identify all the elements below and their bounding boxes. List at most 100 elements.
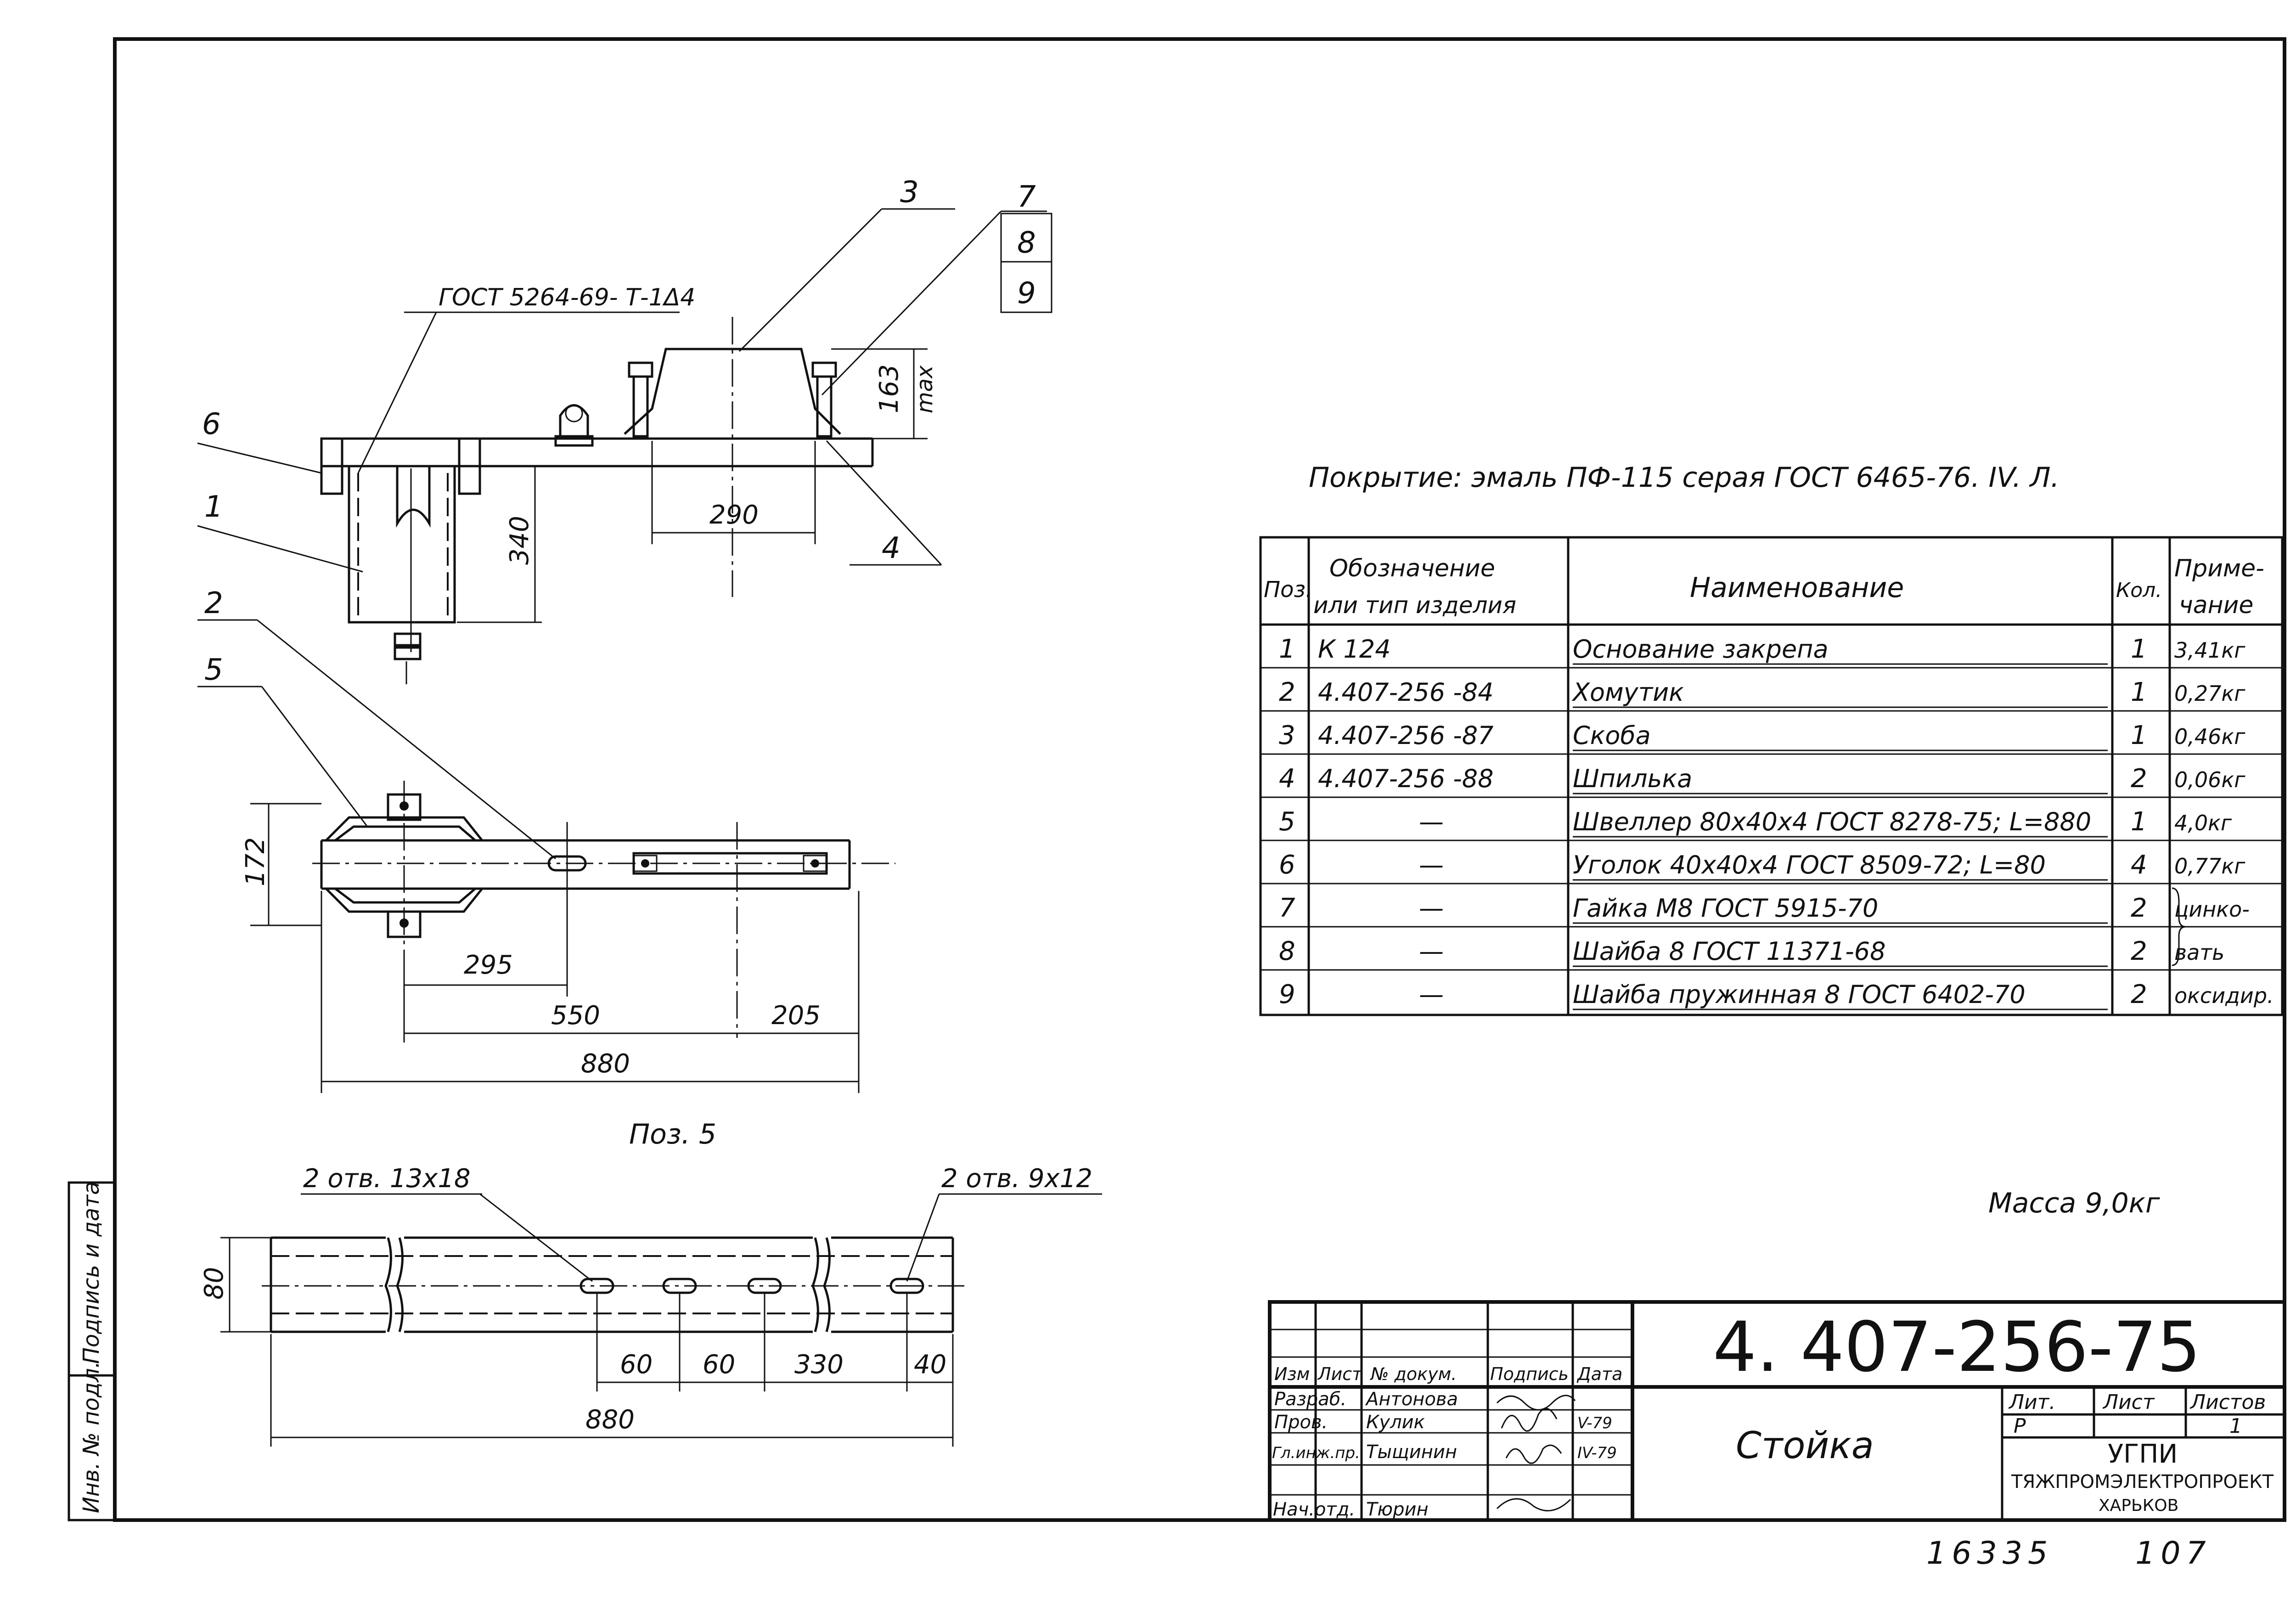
tb-head-date: Дата <box>1576 1364 1622 1384</box>
tb-role-1: Разраб. <box>1274 1389 1346 1410</box>
sheet-frame <box>113 37 2286 1522</box>
cell-pos: 2 <box>1279 677 1295 707</box>
cell-name: Шпилька <box>1573 764 1692 793</box>
plan-view: 172 295 550 205 880 5 2 <box>197 586 895 1093</box>
dim-172: 172 <box>241 837 270 886</box>
cell-designation: 4.407-256 -88 <box>1318 764 1494 793</box>
pos5-detail: Поз. 5 2 отв. 13х18 2 отв. 9х12 80 <box>199 1118 1102 1447</box>
dim-880-plan: 880 <box>581 1049 630 1079</box>
callout-3: 3 <box>900 175 919 209</box>
org-line-1: УГПИ <box>2108 1439 2178 1469</box>
cell-qty: 1 <box>2131 677 2147 707</box>
cell-pos: 9 <box>1279 980 1295 1009</box>
th-designation-2: или тип изделия <box>1313 592 1516 619</box>
cell-designation: — <box>1419 807 1444 836</box>
coating-note: Покрытие: эмаль ПФ-115 серая ГОСТ 6465-7… <box>1309 462 2060 494</box>
cell-note: 0,06кг <box>2174 767 2245 792</box>
tb-head-list: Лист <box>1317 1364 1363 1384</box>
holes-left-note: 2 отв. 13х18 <box>303 1164 471 1194</box>
cell-pos: 6 <box>1279 850 1295 880</box>
dim-80: 80 <box>199 1267 229 1300</box>
cell-pos: 8 <box>1279 936 1295 966</box>
cell-designation: — <box>1419 937 1444 966</box>
holes-right-note: 2 отв. 9х12 <box>941 1164 1092 1194</box>
dim-330: 330 <box>794 1350 844 1380</box>
callout-8: 8 <box>1017 226 1036 260</box>
org-line-2: ТЯЖПРОМЭЛЕКТРОПРОЕКТ <box>2011 1471 2274 1493</box>
signature-2 <box>1501 1408 1558 1432</box>
cell-note: 0,77кг <box>2174 854 2245 879</box>
tb-sheets-label: Листов <box>2189 1391 2266 1414</box>
cell-name: Швеллер 80х40х4 ГОСТ 8278-75; L=880 <box>1573 807 2091 836</box>
side-stamp-inv-no: Инв. № подл. <box>79 1361 104 1513</box>
tb-name-1: Антонова <box>1365 1389 1458 1410</box>
th-name: Наименование <box>1690 572 1904 604</box>
tb-head-izm: Изм <box>1274 1364 1310 1384</box>
callout-1: 1 <box>204 490 223 524</box>
cell-note: вать <box>2174 940 2224 965</box>
th-qty: Кол. <box>2116 579 2162 602</box>
signature-1 <box>1496 1395 1576 1411</box>
cell-qty: 1 <box>2131 634 2147 664</box>
side-stamp-sign-date: Подпись и дата <box>79 1181 104 1364</box>
callout-6: 6 <box>202 407 221 441</box>
cell-pos: 7 <box>1279 893 1295 923</box>
tb-name-3: Тыщинин <box>1366 1442 1457 1463</box>
tb-role-3: Гл.инж.пр. <box>1272 1444 1360 1462</box>
note-brace <box>2172 887 2186 966</box>
callout-9: 9 <box>1017 276 1036 310</box>
tb-name-2: Кулик <box>1366 1412 1425 1433</box>
tb-sheet-label: Лист <box>2102 1391 2155 1414</box>
signature-4 <box>1496 1498 1571 1512</box>
doc-number: 4. 407-256-75 <box>1713 1307 2201 1387</box>
tb-date-1: V-79 <box>1577 1414 1612 1432</box>
cell-name: Хомутик <box>1571 678 1684 707</box>
cell-qty: 2 <box>2131 893 2147 923</box>
cell-pos: 5 <box>1279 807 1295 837</box>
callout-7: 7 <box>1017 180 1036 214</box>
th-note-2: чание <box>2179 592 2253 619</box>
cell-pos: 4 <box>1279 764 1295 794</box>
dim-880-pos5: 880 <box>585 1405 635 1435</box>
archive-number: 16335 <box>1926 1535 2053 1572</box>
gost-bolt-note: ГОСТ 5264-69- Т-1Δ4 <box>439 284 695 311</box>
th-designation-1: Обозначение <box>1329 555 1495 582</box>
callout-5: 5 <box>204 653 223 687</box>
mass-note: Масса 9,0кг <box>1988 1187 2160 1219</box>
dim-60a: 60 <box>620 1350 653 1380</box>
cell-note: оксидир. <box>2174 983 2274 1008</box>
dim-max: max <box>912 365 938 413</box>
cell-name: Основание закрепа <box>1573 635 1829 664</box>
cell-qty: 2 <box>2131 764 2147 794</box>
tb-role-4: Нач.отд. <box>1273 1499 1355 1520</box>
cell-name: Шайба пружинная 8 ГОСТ 6402-70 <box>1573 980 2026 1009</box>
cell-qty: 2 <box>2131 980 2147 1009</box>
tb-name-4: Тюрин <box>1366 1499 1429 1520</box>
tb-date-3: IV-79 <box>1577 1444 1617 1462</box>
cell-name: Уголок 40х40х4 ГОСТ 8509-72; L=80 <box>1573 851 2046 879</box>
tb-head-doc: № докум. <box>1370 1364 1457 1384</box>
cell-pos: 1 <box>1279 634 1295 664</box>
dim-295: 295 <box>464 950 513 980</box>
cell-designation: 4.407-256 -87 <box>1318 721 1494 750</box>
cell-note: 0,46кг <box>2174 724 2245 749</box>
side-stamp: Подпись и дата Инв. № подл. <box>68 1181 116 1521</box>
callout-4: 4 <box>882 531 900 565</box>
cell-pos: 3 <box>1279 721 1295 750</box>
dim-205: 205 <box>771 1001 821 1031</box>
cell-qty: 1 <box>2131 807 2147 837</box>
dim-60b: 60 <box>703 1350 735 1380</box>
cell-designation: К 124 <box>1318 635 1391 664</box>
dim-550: 550 <box>551 1001 600 1031</box>
callout-2: 2 <box>204 586 223 620</box>
dim-163: 163 <box>874 364 904 413</box>
tb-sheets-value: 1 <box>2229 1414 2242 1438</box>
signature-3 <box>1505 1444 1562 1464</box>
cell-qty: 2 <box>2131 936 2147 966</box>
th-pos: Поз. <box>1264 577 1312 603</box>
pos5-title: Поз. 5 <box>629 1118 716 1150</box>
cell-designation: — <box>1419 851 1444 879</box>
cell-name: Шайба 8 ГОСТ 11371-68 <box>1573 937 1885 966</box>
